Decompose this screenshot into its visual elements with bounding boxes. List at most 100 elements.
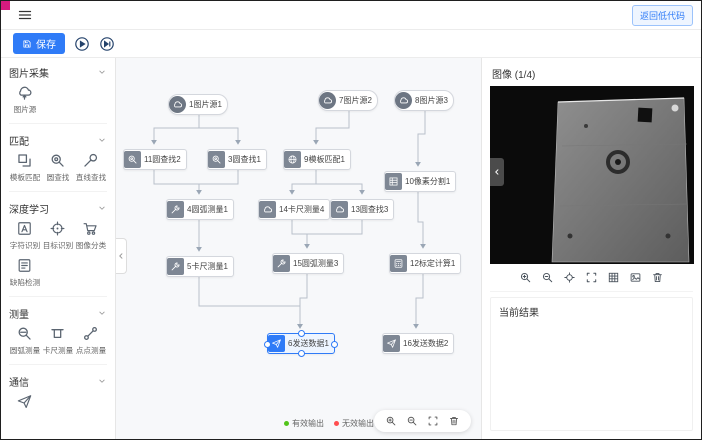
- node-label: 6发送数据1: [288, 339, 329, 348]
- tool-ocr[interactable]: 字符识别: [9, 220, 40, 251]
- tool-line-find[interactable]: 直线查找: [75, 152, 106, 183]
- tool-label: 直线查找: [75, 173, 106, 182]
- connector-dot[interactable]: [264, 340, 271, 348]
- flow-node-arc-measure-1[interactable]: 4圆弧测量1: [166, 199, 234, 220]
- node-label: 11圆查找2: [144, 155, 181, 164]
- section-title: 深度学习: [9, 204, 49, 216]
- connector-dot[interactable]: [330, 340, 338, 348]
- flow-node-image-source-2[interactable]: 7图片源2: [318, 90, 378, 111]
- image-source-icon: [169, 96, 186, 113]
- flow-node-calibration-calc-1[interactable]: 12标定计算1: [389, 253, 462, 274]
- tool-label: 图片源: [13, 105, 36, 114]
- legend-dot: [334, 421, 339, 426]
- tool-circle-measure[interactable]: 圆弧测量: [9, 325, 40, 356]
- section-header[interactable]: 匹配: [9, 128, 107, 152]
- main-area: 图片采集 图片源 匹配 模板匹配: [1, 58, 701, 439]
- image-save-button[interactable]: [629, 271, 642, 284]
- tool-image-source[interactable]: 图片源: [9, 84, 40, 115]
- tool-template-match[interactable]: 模板匹配: [9, 152, 40, 183]
- chevron-left-icon: [116, 251, 126, 261]
- tool-label: 字符识别: [9, 241, 40, 250]
- play-icon: [74, 36, 90, 52]
- flow-node-circle-find-3[interactable]: 13圆查找3: [330, 199, 395, 220]
- image-panel-title: 图像 (1/4): [492, 70, 536, 81]
- tool-defect-detect[interactable]: 缺陷检测: [9, 257, 40, 288]
- flow-node-template-match-1[interactable]: 9模板匹配1: [283, 149, 351, 170]
- legend-label: 无效输出: [342, 419, 374, 428]
- image-zoom-out-button[interactable]: [541, 271, 554, 284]
- image-fullscreen-button[interactable]: [585, 271, 598, 284]
- screen-artifact: [1, 1, 10, 10]
- section-title: 匹配: [9, 136, 29, 148]
- image-grid-button[interactable]: [607, 271, 620, 284]
- section-title: 通信: [9, 377, 29, 389]
- circle-find-icon: [124, 151, 141, 168]
- prev-image-button[interactable]: [490, 158, 504, 186]
- tool-point-measure[interactable]: 点点测量: [75, 325, 106, 356]
- menu-icon[interactable]: [17, 7, 33, 23]
- preview-image: [490, 86, 694, 264]
- play-step-icon: [99, 36, 115, 52]
- delete-button[interactable]: [448, 415, 460, 427]
- caliper-icon: [49, 325, 66, 342]
- node-label: 7图片源2: [339, 96, 372, 105]
- connector-dot[interactable]: [297, 350, 305, 357]
- node-label: 16发送数据2: [403, 339, 449, 348]
- flow-node-arc-measure-3[interactable]: 15圆弧测量3: [272, 253, 345, 274]
- measure-icon: [273, 255, 290, 272]
- section-header[interactable]: 深度学习: [9, 196, 107, 220]
- image-zoom-in-button[interactable]: [519, 271, 532, 284]
- flow-node-caliper-measure-1[interactable]: 5卡尺测量1: [166, 256, 234, 277]
- zoom-out-button[interactable]: [406, 415, 418, 427]
- node-label: 4圆弧测量1: [187, 205, 228, 214]
- ocr-icon: [16, 220, 33, 237]
- template-match-icon: [16, 152, 33, 169]
- chevron-down-icon: [97, 67, 107, 77]
- flow-node-image-source-1[interactable]: 1图片源1: [168, 94, 228, 115]
- measure-icon: [167, 201, 184, 218]
- tool-label: 圆查找: [46, 173, 69, 182]
- tool-caliper-measure[interactable]: 卡尺测量: [42, 325, 73, 356]
- image-delete-button[interactable]: [651, 271, 664, 284]
- tool-circle-find[interactable]: 圆查找: [42, 152, 73, 183]
- title-bar: 返回低代码: [1, 1, 701, 30]
- flow-node-circle-find-2[interactable]: 11圆查找2: [123, 149, 187, 170]
- flow-node-send-data-2[interactable]: 16发送数据2: [382, 333, 455, 354]
- section-header[interactable]: 通信: [9, 369, 107, 393]
- run-button[interactable]: [74, 36, 90, 52]
- flow-node-caliper-measure-4[interactable]: 14卡尺测量4: [258, 199, 331, 220]
- tool-send-data[interactable]: [9, 393, 40, 413]
- run-step-button[interactable]: [99, 36, 115, 52]
- fit-view-button[interactable]: [427, 415, 439, 427]
- save-button[interactable]: 保存: [13, 33, 65, 54]
- node-label: 15圆弧测量3: [293, 259, 339, 268]
- flow-node-image-source-3[interactable]: 8图片源3: [394, 90, 454, 111]
- section-header[interactable]: 图片采集: [9, 60, 107, 84]
- legend-invalid-output: 无效输出: [334, 418, 374, 429]
- measure-icon: [167, 258, 184, 275]
- circle-find-icon: [49, 152, 66, 169]
- save-icon: [22, 39, 32, 49]
- preview-panel: 图像 (1/4): [482, 58, 701, 439]
- return-lowcode-button[interactable]: 返回低代码: [631, 4, 693, 26]
- chevron-down-icon: [97, 376, 107, 386]
- tool-label: 图像分类: [75, 241, 106, 250]
- node-label: 13圆查找3: [351, 205, 389, 214]
- tool-object-detect[interactable]: 目标识别: [42, 220, 73, 251]
- flow-node-send-data-1[interactable]: 6发送数据1: [264, 330, 338, 357]
- caliper-icon: [259, 201, 276, 218]
- image-viewer[interactable]: [490, 86, 694, 264]
- flow-node-circle-find-1[interactable]: 3圆查找1: [207, 149, 267, 170]
- connector-dot[interactable]: [297, 330, 305, 337]
- flow-node-pixel-segment-1[interactable]: 10像素分割1: [384, 171, 457, 192]
- node-label: 9模板匹配1: [304, 155, 345, 164]
- flow-canvas[interactable]: 1图片源1 7图片源2 8图片源3 11圆查找2 3圆查找1 9模板匹配1: [116, 58, 482, 439]
- tool-label: 圆弧测量: [9, 346, 40, 355]
- sidebar-collapse-handle[interactable]: [116, 238, 127, 274]
- tool-image-classify[interactable]: 图像分类: [75, 220, 106, 251]
- section-header[interactable]: 测量: [9, 301, 107, 325]
- image-locate-button[interactable]: [563, 271, 576, 284]
- node-label: 1图片源1: [189, 100, 222, 109]
- node-label: 14卡尺测量4: [279, 205, 325, 214]
- zoom-in-button[interactable]: [385, 415, 397, 427]
